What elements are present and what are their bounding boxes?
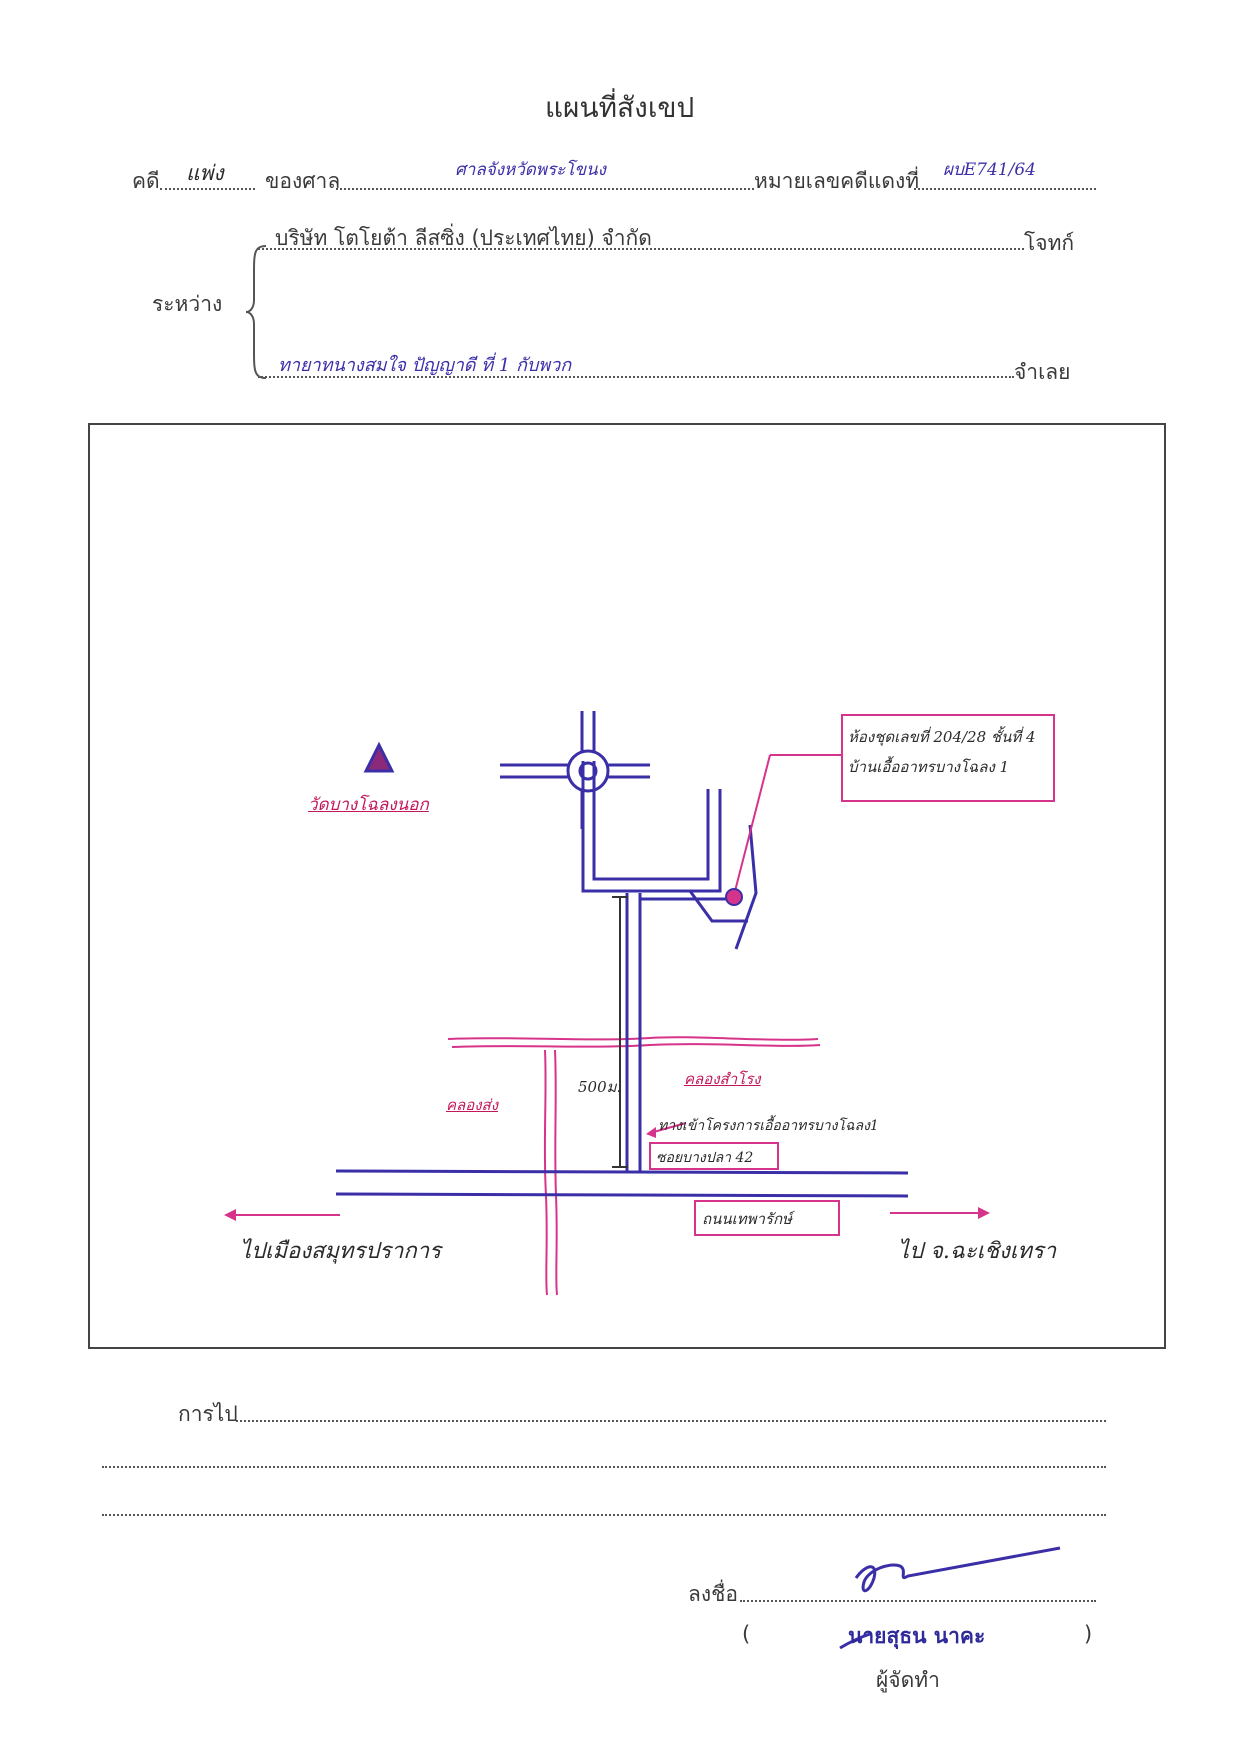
paren-close: ) (1084, 1622, 1093, 1646)
directions-line-3 (102, 1514, 1106, 1516)
temple-label: วัดบางโฉลงนอก (308, 795, 429, 815)
target-note-line2: บ้านเอื้ออาทรบางโฉลง 1 (848, 758, 1010, 776)
red-number-line (914, 188, 1096, 190)
soi-label: ซอยบางปลา 42 (656, 1150, 754, 1166)
upper-road (581, 761, 758, 950)
red-number-value: ผบE741/64 (943, 160, 1036, 180)
canal-1-label: คลองสำโรง (684, 1070, 761, 1088)
court-value: ศาลจังหวัดพระโขนง (455, 160, 606, 180)
directions-line-2 (102, 1466, 1106, 1468)
distance-marker (612, 896, 628, 1168)
entrance-label: ทางเข้าโครงการเอื้ออาทรบางโฉลง1 (658, 1118, 879, 1134)
canal-lines (447, 1036, 821, 1296)
case-type-value: แพ่ง (186, 161, 224, 185)
page-title: แผนที่สังเขป (545, 91, 695, 124)
canal-2-label: คลองส่ง (446, 1096, 499, 1114)
distance-label: 500ม. (578, 1078, 622, 1096)
map-drawing (224, 711, 1055, 1296)
road-label-box (694, 1200, 840, 1236)
role-label: ผู้จัดทำ (876, 1668, 940, 1692)
target-note-box (841, 714, 1055, 802)
road-label: ถนนเทพารักษ์ (702, 1210, 792, 1228)
soi-label-box (649, 1142, 779, 1170)
arrow-right-icon (978, 1207, 990, 1219)
red-number-label: หมายเลขคดีแดงที่ (754, 169, 920, 193)
between-label: ระหว่าง (152, 292, 223, 316)
main-road (335, 1169, 909, 1198)
map-frame: ห้องชุดเลขที่ 204/28 ชั้นที่ 4 บ้านเอื้อ… (88, 423, 1166, 1349)
sign-label: ลงชื่อ (688, 1582, 738, 1606)
to-right-label: ไป จ.ฉะเชิงเทรา (898, 1239, 1057, 1264)
brace-icon (245, 245, 267, 379)
directions-line-1 (236, 1420, 1106, 1422)
signature-image (839, 1546, 1061, 1650)
court-label: ของศาล (265, 169, 341, 193)
arrow-left-icon (224, 1209, 236, 1221)
defendant-label: จำเลย (1014, 360, 1071, 384)
defendant-line (258, 376, 1014, 378)
target-location-icon (725, 888, 743, 906)
defendant-name: ทายาทนางสมใจ ปัญญาดี ที่ 1 กับพวก (278, 355, 572, 376)
paren-open: ( (742, 1622, 751, 1646)
to-left-label: ไปเมืองสมุทรปราการ (240, 1239, 441, 1264)
target-note-line1: ห้องชุดเลขที่ 204/28 ชั้นที่ 4 (848, 728, 1036, 746)
court-line (336, 188, 754, 190)
plaintiff-label: โจทก์ (1024, 231, 1075, 255)
plaintiff-line (258, 248, 1024, 250)
plaintiff-name: บริษัท โตโยต้า ลีสซิ่ง (ประเทศไทย) จำกัด (275, 226, 652, 250)
soi-road (625, 893, 642, 1171)
directions-label: การไป (178, 1402, 238, 1426)
roundabout (500, 711, 650, 829)
temple-icon (363, 741, 395, 773)
sign-line (740, 1600, 1096, 1602)
case-type-line (160, 188, 255, 190)
target-leader (733, 754, 771, 896)
case-label: คดี (132, 169, 160, 193)
signer-name: นายสุธน นาคะ (848, 1624, 986, 1648)
